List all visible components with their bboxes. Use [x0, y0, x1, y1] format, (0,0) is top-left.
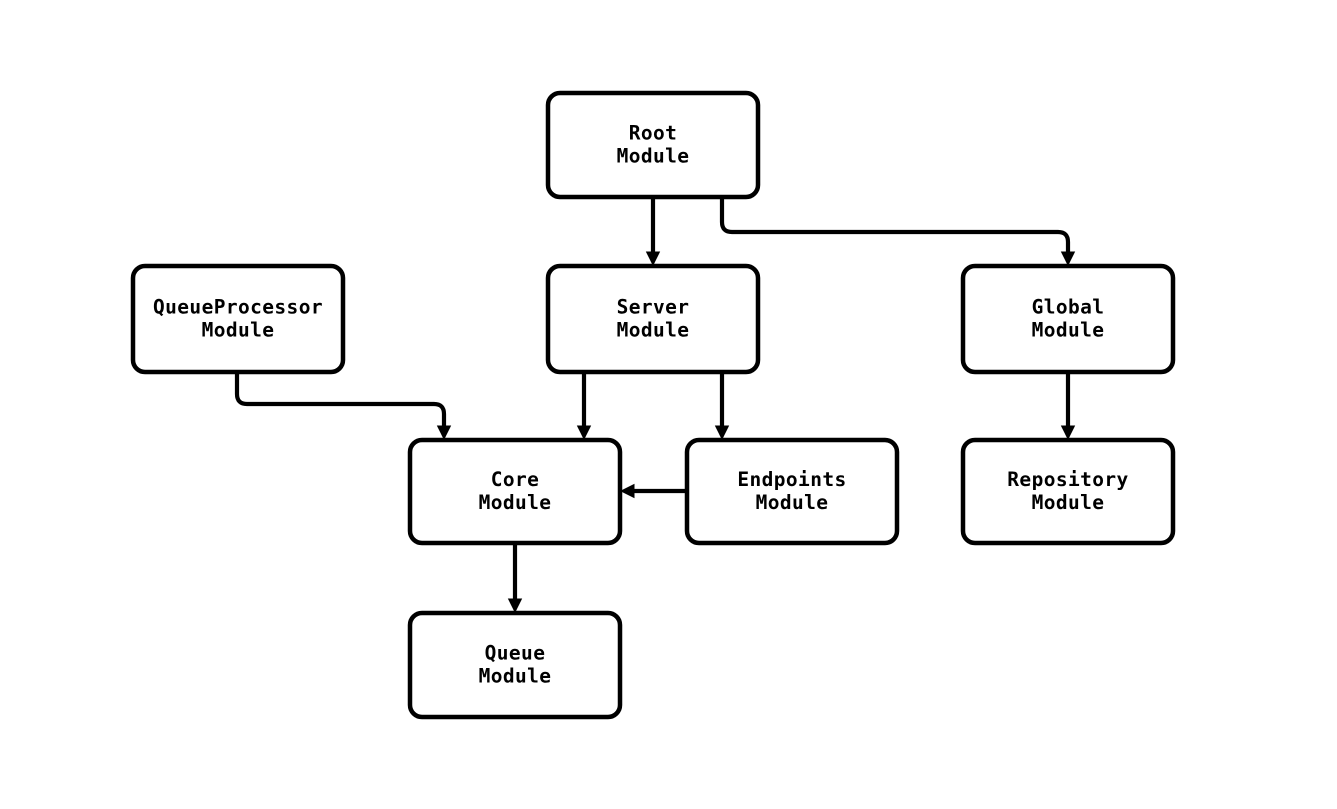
- node-label-repository-line1: Repository: [1007, 468, 1128, 491]
- node-label-core-line2: Module: [479, 491, 552, 514]
- node-label-server-line2: Module: [617, 319, 690, 342]
- edge-server-core: [576, 372, 592, 440]
- node-box-queueprocessor[interactable]: [130, 263, 346, 375]
- node-label-repository-line2: Module: [1032, 491, 1105, 514]
- edge-line-queueprocessor-core: [234, 372, 447, 426]
- node-box-root[interactable]: [545, 90, 761, 200]
- node-box-queue[interactable]: [407, 610, 623, 720]
- edge-root-server: [645, 197, 661, 266]
- node-label-global-line2: Module: [1032, 319, 1105, 342]
- node-label-global-line1: Global: [1032, 296, 1105, 319]
- node-label-core-line1: Core: [491, 468, 540, 491]
- edge-global-repository: [1060, 372, 1076, 440]
- edge-arrowhead-queueprocessor-core: [436, 425, 452, 440]
- edge-arrowhead-core-queue: [507, 598, 523, 613]
- edge-arrowhead-endpoints-core: [620, 483, 635, 499]
- edge-arrowhead-root-server: [645, 251, 661, 266]
- node-label-queueprocessor-line1: QueueProcessor: [153, 296, 323, 319]
- edge-line-root-global: [719, 197, 1071, 252]
- nodes-layer: RootModuleQueueProcessorModuleServerModu…: [130, 90, 1176, 720]
- node-label-queue-line2: Module: [479, 665, 552, 688]
- edge-server-endpoints: [714, 372, 730, 440]
- node-box-repository[interactable]: [960, 437, 1176, 546]
- node-box-server[interactable]: [545, 263, 761, 375]
- node-label-root-line2: Module: [617, 145, 690, 168]
- edge-root-global: [719, 197, 1076, 266]
- node-box-endpoints[interactable]: [684, 437, 900, 546]
- node-label-queue-line1: Queue: [485, 642, 546, 665]
- edge-arrowhead-global-repository: [1060, 425, 1076, 440]
- edge-arrowhead-server-endpoints: [714, 425, 730, 440]
- node-label-root-line1: Root: [629, 122, 678, 145]
- edge-arrowhead-server-core: [576, 425, 592, 440]
- edge-queueprocessor-core: [234, 372, 452, 440]
- edge-arrowhead-root-global: [1060, 251, 1076, 266]
- node-label-server-line1: Server: [617, 296, 690, 319]
- node-label-queueprocessor-line2: Module: [202, 319, 275, 342]
- edges-layer: [234, 197, 1076, 613]
- node-label-endpoints-line2: Module: [756, 491, 829, 514]
- edge-endpoints-core: [620, 483, 687, 499]
- edge-core-queue: [507, 543, 523, 613]
- node-box-global[interactable]: [960, 263, 1176, 375]
- node-label-endpoints-line1: Endpoints: [737, 468, 846, 491]
- node-box-core[interactable]: [407, 437, 623, 546]
